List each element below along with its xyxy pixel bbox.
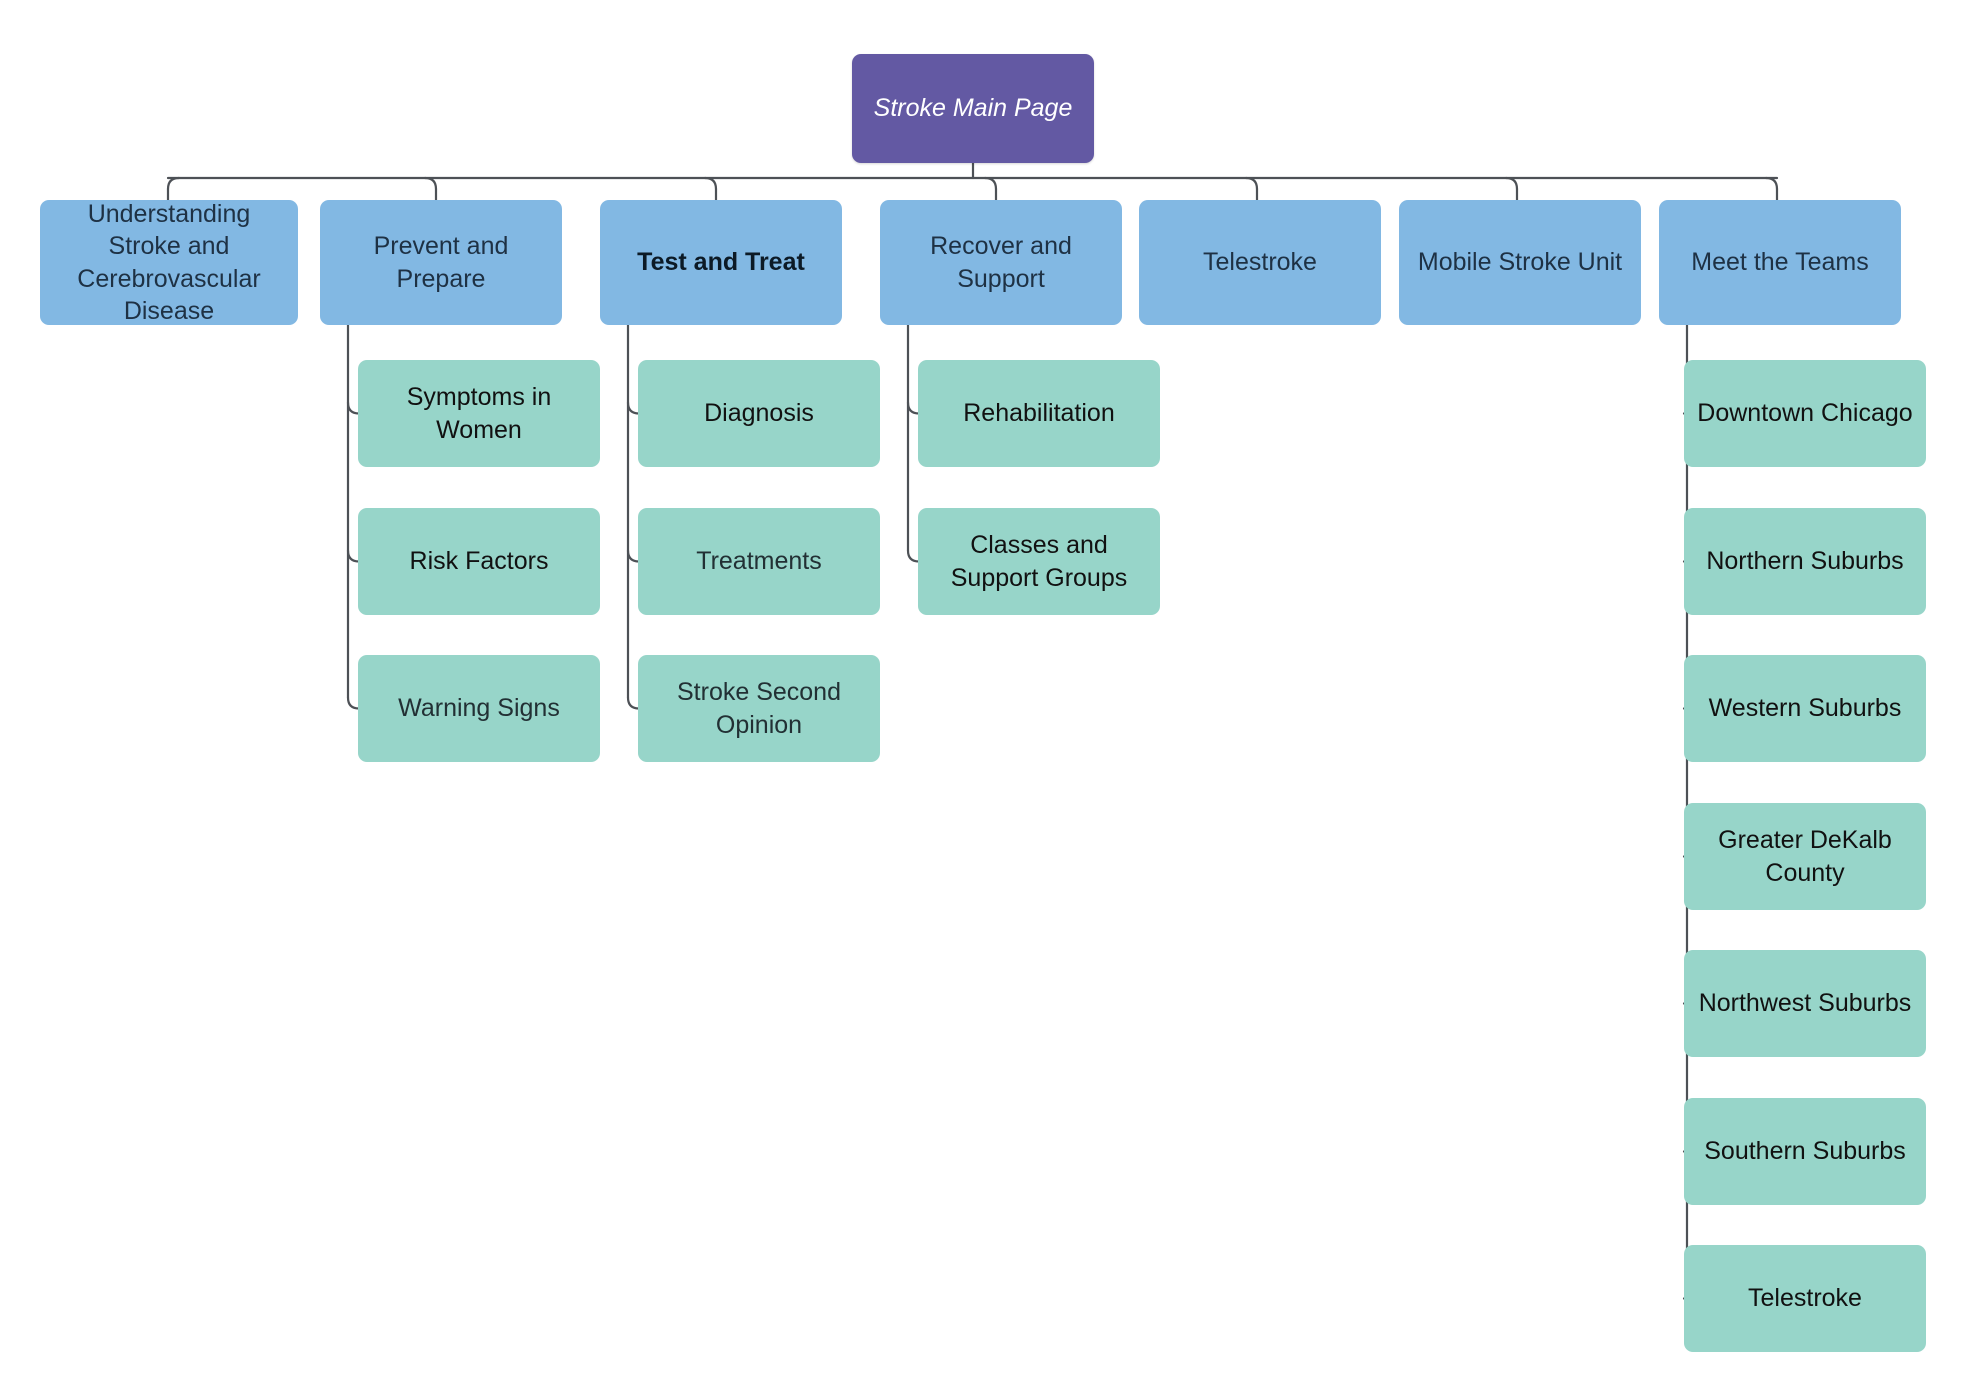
node-label: Symptoms in Women bbox=[406, 383, 552, 444]
section-node-recover-and-support[interactable]: Recover and Support bbox=[880, 200, 1122, 325]
node-label: Stroke Second Opinion bbox=[677, 678, 841, 739]
node-label: Prevent and Prepare bbox=[373, 232, 509, 293]
section-node-telestroke[interactable]: Telestroke bbox=[1139, 200, 1381, 325]
edge-corner-root-0 bbox=[166, 176, 181, 191]
node-label: Classes and Support Groups bbox=[950, 531, 1128, 592]
node-label: Test and Treat bbox=[637, 248, 805, 277]
section-node-understanding-stroke-and-cerebrovascular-disease[interactable]: Understanding Stroke and Cerebrovascular… bbox=[40, 200, 298, 325]
node-label: Diagnosis bbox=[704, 399, 814, 428]
page-node-northern-suburbs[interactable]: Northern Suburbs bbox=[1684, 508, 1926, 615]
section-node-prevent-and-prepare[interactable]: Prevent and Prepare bbox=[320, 200, 562, 325]
node-label: Understanding Stroke and Cerebrovascular… bbox=[77, 199, 261, 326]
page-node-telestroke[interactable]: Telestroke bbox=[1684, 1245, 1926, 1352]
page-node-downtown-chicago[interactable]: Downtown Chicago bbox=[1684, 360, 1926, 467]
node-label: Risk Factors bbox=[409, 547, 549, 576]
node-label: Western Suburbs bbox=[1708, 694, 1902, 723]
node-label: Mobile Stroke Unit bbox=[1417, 248, 1623, 277]
node-label: Telestroke bbox=[1748, 1284, 1862, 1313]
node-label: Recover and Support bbox=[930, 232, 1072, 293]
edge-corner-root-6 bbox=[1764, 176, 1779, 191]
page-node-warning-signs[interactable]: Warning Signs bbox=[358, 655, 600, 762]
node-label: Greater DeKalb County bbox=[1718, 826, 1892, 887]
edge-corner-root-5 bbox=[1504, 176, 1519, 191]
node-label: Southern Suburbs bbox=[1704, 1137, 1906, 1166]
root-node-stroke-main-page[interactable]: Stroke Main Page bbox=[852, 54, 1094, 163]
edge-corner-root-2 bbox=[703, 176, 718, 191]
page-node-stroke-second-opinion[interactable]: Stroke Second Opinion bbox=[638, 655, 880, 762]
page-node-western-suburbs[interactable]: Western Suburbs bbox=[1684, 655, 1926, 762]
edge-corner-root-4 bbox=[1244, 176, 1259, 191]
page-node-southern-suburbs[interactable]: Southern Suburbs bbox=[1684, 1098, 1926, 1205]
section-node-test-and-treat[interactable]: Test and Treat bbox=[600, 200, 842, 325]
edge-corner-root-3 bbox=[983, 176, 998, 191]
page-node-greater-dekalb-county[interactable]: Greater DeKalb County bbox=[1684, 803, 1926, 910]
page-node-northwest-suburbs[interactable]: Northwest Suburbs bbox=[1684, 950, 1926, 1057]
edge-corner-root-1 bbox=[423, 176, 438, 191]
node-label: Northwest Suburbs bbox=[1698, 989, 1912, 1018]
page-node-risk-factors[interactable]: Risk Factors bbox=[358, 508, 600, 615]
node-label: Stroke Main Page bbox=[873, 94, 1073, 123]
page-node-diagnosis[interactable]: Diagnosis bbox=[638, 360, 880, 467]
node-label: Meet the Teams bbox=[1691, 248, 1869, 277]
page-node-treatments[interactable]: Treatments bbox=[638, 508, 880, 615]
node-label: Treatments bbox=[696, 547, 822, 576]
page-node-classes-and-support-groups[interactable]: Classes and Support Groups bbox=[918, 508, 1160, 615]
node-label: Northern Suburbs bbox=[1706, 547, 1904, 576]
section-node-mobile-stroke-unit[interactable]: Mobile Stroke Unit bbox=[1399, 200, 1641, 325]
page-node-symptoms-in-women[interactable]: Symptoms in Women bbox=[358, 360, 600, 467]
section-node-meet-the-teams[interactable]: Meet the Teams bbox=[1659, 200, 1901, 325]
node-label: Telestroke bbox=[1203, 248, 1317, 277]
node-label: Warning Signs bbox=[398, 694, 560, 723]
node-label: Downtown Chicago bbox=[1697, 399, 1913, 428]
page-node-rehabilitation[interactable]: Rehabilitation bbox=[918, 360, 1160, 467]
node-label: Rehabilitation bbox=[963, 399, 1115, 428]
